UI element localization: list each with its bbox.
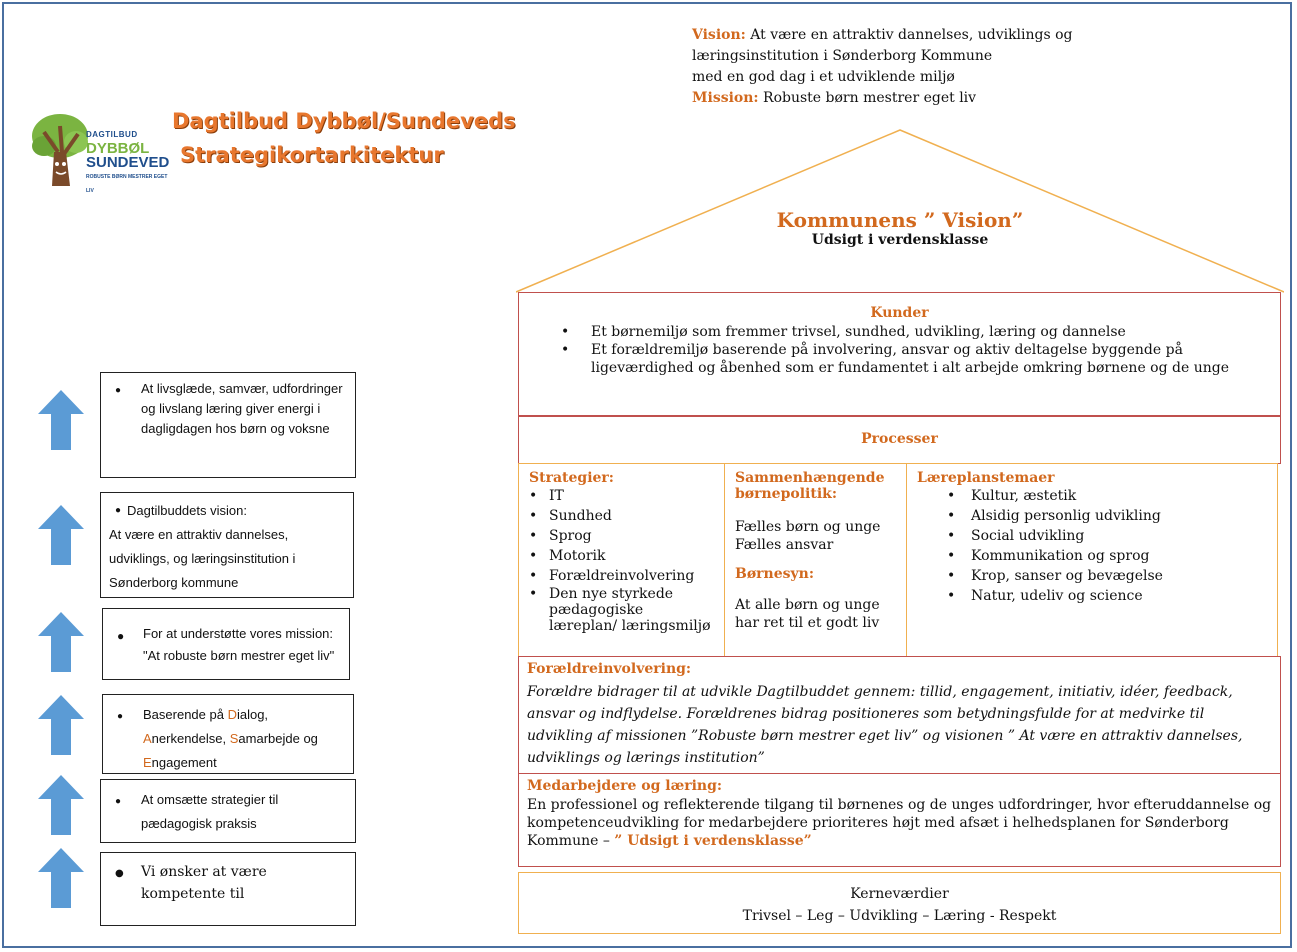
processer-section: Processer <box>518 416 1281 464</box>
tree-icon <box>32 114 88 186</box>
strategier-item: Forældreinvolvering <box>529 566 714 586</box>
strategier-item: IT <box>529 486 714 506</box>
up-arrow-icon <box>38 390 84 450</box>
up-arrow-icon <box>38 612 84 672</box>
kerne-heading: Kerneværdier <box>850 886 949 902</box>
boernepolitik-column: Sammenhængende børnepolitik: Fælles børn… <box>724 463 907 657</box>
house-roof <box>516 129 1284 293</box>
title-line-2: Strategikortarkitektur <box>180 143 444 167</box>
foraeldre-heading: Forældreinvolvering: <box>527 661 692 677</box>
logo-text: DAGTILBUD DYBBØL SUNDEVED ROBUSTE BØRN M… <box>86 128 170 198</box>
strategier-item: Motorik <box>529 546 714 566</box>
left-box-title: Dagtilbuddets vision: <box>127 503 247 518</box>
up-arrow-icon <box>38 848 84 908</box>
kunder-heading: Kunder <box>870 305 929 321</box>
up-arrow-icon <box>38 505 84 565</box>
foraeldreinvolvering-section: Forældreinvolvering: Forældre bidrager t… <box>518 656 1281 774</box>
logo-line-3: SUNDEVED <box>86 154 170 171</box>
laereplan-item: Social udvikling <box>947 526 1267 546</box>
dase-prefix: Baserende på <box>143 707 228 722</box>
kunder-section: Kunder Et børnemiljø som fremmer trivsel… <box>518 292 1281 416</box>
laereplan-column: Læreplanstemaer Kultur, æstetik Alsidig … <box>906 463 1278 657</box>
vision-line-2: læringsinstitution i Sønderborg Kommune <box>692 48 993 64</box>
logo-tagline: ROBUSTE BØRN MESTRER EGET LIV <box>86 174 168 194</box>
logo-line-1: DAGTILBUD <box>86 130 138 139</box>
dase-text-s: amarbejde og <box>238 731 318 746</box>
left-box-livsglaede: ● At livsglæde, samvær, udfordringer og … <box>100 372 356 478</box>
mission-label: Mission: <box>692 90 759 106</box>
boernesyn-heading: Børnesyn: <box>735 566 814 582</box>
roof-heading: Kommunens ” Vision” <box>776 208 1024 232</box>
page-title: Dagtilbud Dybbøl/Sundeveds Strategikorta… <box>172 104 516 172</box>
processer-heading: Processer <box>861 431 938 447</box>
medarbejdere-text: En professionel og reflekterende tilgang… <box>527 797 1272 849</box>
up-arrow-icon <box>38 695 84 755</box>
left-box-text: At omsætte strategier til pædagogisk pra… <box>141 792 279 831</box>
boernepolitik-line-1: Fælles børn og unge <box>735 519 881 535</box>
vision-line-3: med en god dag i et udviklende miljø <box>692 69 955 85</box>
dase-letter-d: D <box>227 707 237 722</box>
laereplan-item: Alsidig personlig udvikling <box>947 506 1267 526</box>
dase-text-e: ngagement <box>151 755 217 770</box>
vision-label: Vision: <box>692 27 746 43</box>
dase-letter-e: E <box>143 755 152 770</box>
left-box-dase: ● Baserende på Dialog, Anerkendelse, Sam… <box>102 694 354 774</box>
left-box-strategier: ● At omsætte strategier til pædagogisk p… <box>100 779 356 843</box>
kernevaerdier-section: Kerneværdier Trivsel – Leg – Udvikling –… <box>518 872 1281 934</box>
laereplan-item: Kommunikation og sprog <box>947 546 1267 566</box>
laereplan-heading: Læreplanstemaer <box>917 470 1055 486</box>
vision-line-1: At være en attraktiv dannelses, udviklin… <box>750 27 1073 43</box>
dase-letter-a: A <box>143 731 152 746</box>
foraeldre-text: Forældre bidrager til at udvikle Dagtilb… <box>527 684 1243 766</box>
logo-line-2: DYBBØL <box>86 140 150 157</box>
medarbejdere-section: Medarbejdere og læring: En professionel … <box>518 773 1281 867</box>
vision-mission-block: Vision: At være en attraktiv dannelses, … <box>692 25 1112 109</box>
boernepolitik-line-2: Fælles ansvar <box>735 537 834 553</box>
left-box-vision: ●Dagtilbuddets vision: At være en attrak… <box>100 492 354 598</box>
up-arrow-icon <box>38 775 84 835</box>
strategier-item: Sprog <box>529 526 714 546</box>
strategier-item: Den nye styrkede pædagogiske læreplan/ l… <box>529 586 714 634</box>
left-box-text: Vi ønsker at være kompetente til <box>141 864 267 902</box>
mission-text: Robuste børn mestrer eget liv <box>763 90 977 106</box>
left-box-text: At være en attraktiv dannelses, udviklin… <box>109 527 296 590</box>
boernepolitik-heading: Sammenhængende børnepolitik: <box>735 470 885 502</box>
dase-text-d: ialog, <box>236 707 269 722</box>
laereplan-item: Kultur, æstetik <box>947 486 1267 506</box>
strategier-item: Sundhed <box>529 506 714 526</box>
dagtilbud-logo: DAGTILBUD DYBBØL SUNDEVED ROBUSTE BØRN M… <box>30 112 170 194</box>
dase-text-a: nerkendelse, <box>151 731 230 746</box>
kerne-values: Trivsel – Leg – Udvikling – Læring - Res… <box>742 908 1057 924</box>
left-box-kompetente: ● Vi ønsker at være kompetente til <box>100 852 356 926</box>
kunder-item: Et børnemiljø som fremmer trivsel, sundh… <box>561 323 1260 341</box>
laereplan-item: Krop, sanser og bevægelse <box>947 566 1267 586</box>
title-line-1: Dagtilbud Dybbøl/Sundeveds <box>172 109 516 133</box>
medarbejdere-heading: Medarbejdere og læring: <box>527 778 723 794</box>
roof-title: Kommunens ” Vision” Udsigt i verdensklas… <box>690 208 1110 248</box>
medarbejdere-highlight: ” Udsigt i verdensklasse” <box>614 833 812 849</box>
left-box-mission: ● For at understøtte vores mission: "At … <box>102 608 350 680</box>
boernesyn-text: At alle børn og unge har ret til et godt… <box>735 597 880 631</box>
laereplan-item: Natur, udeliv og science <box>947 586 1267 606</box>
strategier-column: Strategier: IT Sundhed Sprog Motorik For… <box>518 463 725 657</box>
left-box-text: For at understøtte vores mission: "At ro… <box>143 626 335 663</box>
roof-subheading: Udsigt i verdensklasse <box>811 232 989 248</box>
dase-letter-s: S <box>229 731 239 746</box>
kunder-item: Et forældremiljø baserende på involverin… <box>561 341 1260 377</box>
left-box-text: At livsglæde, samvær, udfordringer og li… <box>141 381 343 436</box>
strategier-heading: Strategier: <box>529 470 614 486</box>
